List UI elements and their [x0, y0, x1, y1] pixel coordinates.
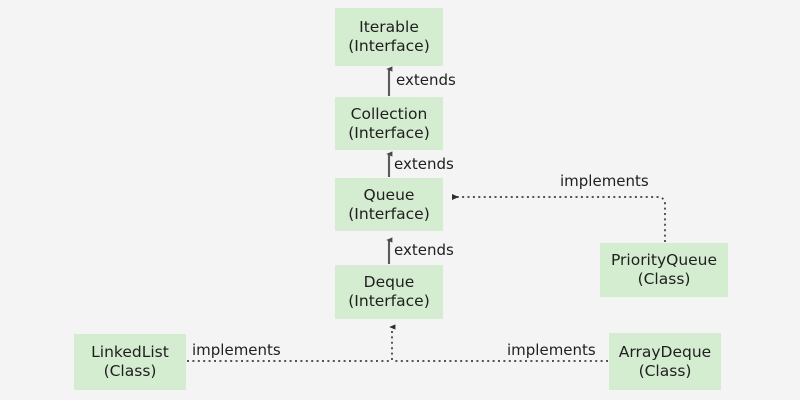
node-queue[interactable]: Queue (Interface)	[335, 178, 443, 231]
node-arraydeque-kind: (Class)	[638, 361, 692, 380]
edge-priorityqueue-implements-queue	[452, 193, 666, 242]
node-collection[interactable]: Collection (Interface)	[335, 97, 443, 150]
node-arraydeque[interactable]: ArrayDeque (Class)	[609, 333, 721, 390]
edge-label-linkedlist-implements-deque: implements	[192, 341, 281, 359]
edge-label-priorityqueue-implements-queue: implements	[560, 172, 649, 190]
node-arraydeque-name: ArrayDeque	[618, 342, 712, 361]
node-queue-kind: (Interface)	[348, 204, 430, 223]
node-priorityqueue-name: PriorityQueue	[610, 251, 718, 270]
node-collection-name: Collection	[350, 104, 428, 123]
node-iterable[interactable]: Iterable (Interface)	[335, 8, 443, 66]
node-linkedlist-kind: (Class)	[103, 362, 157, 380]
node-linkedlist-name: LinkedList	[91, 343, 169, 362]
edge-label-collection-extends-iterable: extends	[394, 71, 458, 89]
edge-label-arraydeque-implements-deque: implements	[507, 341, 596, 359]
node-deque-name: Deque	[363, 273, 415, 292]
node-deque[interactable]: Deque (Interface)	[335, 265, 443, 319]
edge-label-deque-extends-queue: extends	[394, 241, 454, 259]
node-priorityqueue-kind: (Class)	[637, 270, 691, 288]
node-deque-kind: (Interface)	[348, 292, 430, 310]
node-linkedlist[interactable]: LinkedList (Class)	[74, 334, 186, 390]
node-iterable-kind: (Interface)	[348, 37, 430, 55]
node-priorityqueue[interactable]: PriorityQueue (Class)	[600, 243, 728, 297]
node-collection-kind: (Interface)	[348, 123, 430, 142]
edge-label-queue-extends-collection: extends	[394, 155, 454, 173]
node-queue-name: Queue	[363, 185, 415, 204]
node-iterable-name: Iterable	[359, 18, 419, 37]
